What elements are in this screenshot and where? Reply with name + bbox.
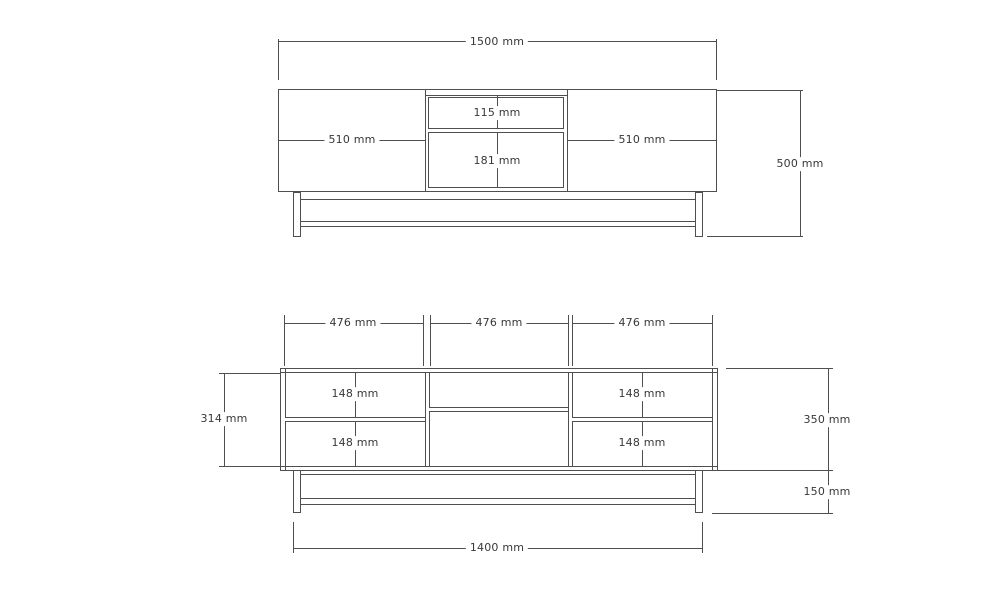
base-width-label: 1400 mm xyxy=(465,541,529,555)
partition-line xyxy=(425,89,426,192)
extension-line xyxy=(278,39,279,80)
left-leg xyxy=(293,192,301,237)
drawer-top-height-label: 115 mm xyxy=(469,106,525,120)
extension-line xyxy=(712,315,713,366)
extension-line xyxy=(702,522,703,553)
divider-line xyxy=(429,372,430,466)
extension-line xyxy=(430,315,431,366)
compartment-height-label: 148 mm xyxy=(614,436,670,450)
inner-right-line xyxy=(712,368,713,470)
leg-rail-line xyxy=(299,199,696,200)
middle-shelf xyxy=(429,407,568,412)
carcass-height-label: 350 mm xyxy=(799,413,855,427)
interior-height-label: 314 mm xyxy=(196,412,252,426)
inner-bottom-line xyxy=(280,466,717,467)
divider-line xyxy=(425,372,426,466)
extension-line xyxy=(568,315,569,366)
extension-line xyxy=(572,315,573,366)
compartment-height-label: 148 mm xyxy=(327,436,383,450)
section-width-label: 476 mm xyxy=(325,316,381,330)
extension-line xyxy=(712,513,833,514)
leg-height-label: 150 mm xyxy=(799,485,855,499)
right-section-width-label: 510 mm xyxy=(614,133,670,147)
drawer-bottom-height-label: 181 mm xyxy=(469,154,525,168)
right-leg xyxy=(695,470,703,513)
extension-line xyxy=(726,368,833,369)
left-leg xyxy=(293,470,301,513)
extension-line xyxy=(707,236,803,237)
extension-line xyxy=(284,315,285,366)
extension-line xyxy=(219,466,280,467)
leg-rail-line xyxy=(299,474,697,475)
leg-stretcher xyxy=(299,221,696,227)
section-width-label: 476 mm xyxy=(471,316,527,330)
extension-line xyxy=(423,315,424,366)
leg-stretcher xyxy=(299,498,697,505)
extension-line xyxy=(219,373,280,374)
overall-width-label: 1500 mm xyxy=(465,35,529,49)
inner-top-line xyxy=(280,372,717,373)
left-section-width-label: 510 mm xyxy=(324,133,380,147)
extension-line xyxy=(708,470,833,471)
drawer-top-rail-line xyxy=(425,95,567,96)
extension-line xyxy=(293,522,294,553)
section-width-label: 476 mm xyxy=(614,316,670,330)
compartment-height-label: 148 mm xyxy=(614,387,670,401)
extension-line xyxy=(716,39,717,80)
overall-height-label: 500 mm xyxy=(772,157,828,171)
extension-line xyxy=(717,90,803,91)
right-leg xyxy=(695,192,703,237)
divider-line xyxy=(568,372,569,466)
compartment-height-label: 148 mm xyxy=(327,387,383,401)
